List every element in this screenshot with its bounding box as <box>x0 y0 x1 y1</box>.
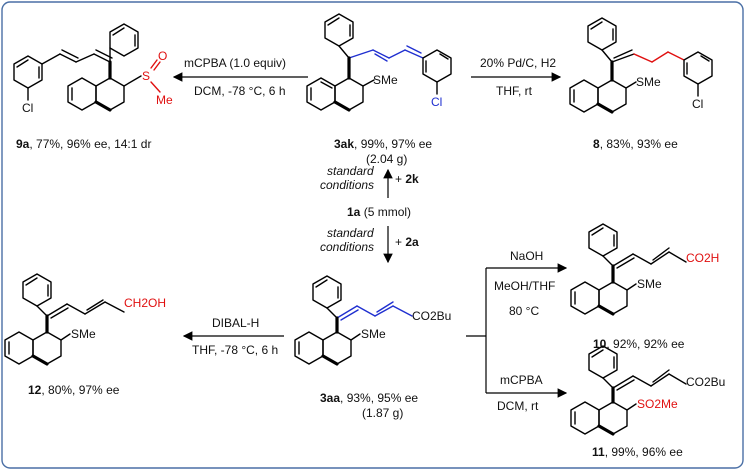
alcohol-label: CH2OH <box>124 296 166 310</box>
conditions-to-11: DCM, rt <box>497 399 539 413</box>
up-conditions-line1: standard <box>327 164 374 178</box>
compound-9a-caption: 9a, 77%, 96% ee, 14:1 dr <box>16 137 151 151</box>
start-material: 1a (5 mmol) <box>347 205 411 219</box>
ester-label: CO2Bu <box>412 309 451 323</box>
sme-label: SMe <box>636 75 661 89</box>
reagent-to-9a: mCPBA (1.0 equiv) <box>184 56 286 70</box>
compound-3ak-scale: (2.04 g) <box>366 152 407 166</box>
compound-12-caption: 12, 80%, 97% ee <box>28 383 120 397</box>
methyl-label: Me <box>156 93 173 107</box>
compound-10-structure: CO2H SMe <box>570 223 719 316</box>
cl-label: Cl <box>22 101 33 115</box>
sme-label: SMe <box>361 327 386 341</box>
down-conditions-line1: standard <box>327 226 374 240</box>
compound-10-caption: 10, 92%, 92% ee <box>593 337 685 351</box>
acid-label: CO2H <box>686 251 719 265</box>
conditions-to-12: THF, -78 °C, 6 h <box>192 343 278 357</box>
cl-label: Cl <box>692 97 703 111</box>
compound-8-structure: Cl SMe <box>569 17 713 114</box>
compound-8-caption: 8, 83%, 93% ee <box>593 137 678 151</box>
reagent-to-11: mCPBA <box>500 373 543 387</box>
compound-3aa-caption: 3aa, 93%, 95% ee <box>320 391 418 405</box>
compound-9a-structure: Cl S O Me <box>13 23 173 115</box>
reagent-to-12: DIBAL-H <box>212 316 259 330</box>
conditions-to-8: THF, rt <box>496 84 533 98</box>
sme-label: SMe <box>637 277 662 291</box>
compound-3aa-structure: CO2Bu SMe <box>294 275 451 366</box>
down-reagent: + 2a <box>395 235 419 249</box>
reagent-to-8: 20% Pd/C, H2 <box>480 56 556 70</box>
sme-label: SMe <box>71 327 96 341</box>
compound-11-caption: 11, 99%, 96% ee <box>592 445 683 459</box>
temp-to-10: 80 °C <box>509 304 539 318</box>
compound-3aa-scale: (1.87 g) <box>362 406 403 420</box>
compound-12-structure: CH2OH SMe <box>4 273 166 366</box>
cl-label: Cl <box>431 95 442 109</box>
down-conditions-line2: conditions <box>320 240 374 254</box>
oxygen-label: O <box>158 49 167 63</box>
ester-label: CO2Bu <box>686 375 725 389</box>
compound-3ak-structure: Cl SMe <box>306 13 452 112</box>
sulfone-label: SO2Me <box>637 397 678 411</box>
up-conditions-line2: conditions <box>320 178 374 192</box>
compound-11-structure: CO2Bu SO2Me <box>570 345 725 436</box>
reagent-to-10: NaOH <box>510 249 543 263</box>
sulfur-label: S <box>142 69 150 83</box>
conditions-to-9a: DCM, -78 °C, 6 h <box>194 84 286 98</box>
up-reagent: + 2k <box>395 172 419 186</box>
compound-3ak-caption: 3ak, 99%, 97% ee <box>334 137 432 151</box>
solvent-to-10: MeOH/THF <box>494 279 555 293</box>
sme-label: SMe <box>373 73 398 87</box>
